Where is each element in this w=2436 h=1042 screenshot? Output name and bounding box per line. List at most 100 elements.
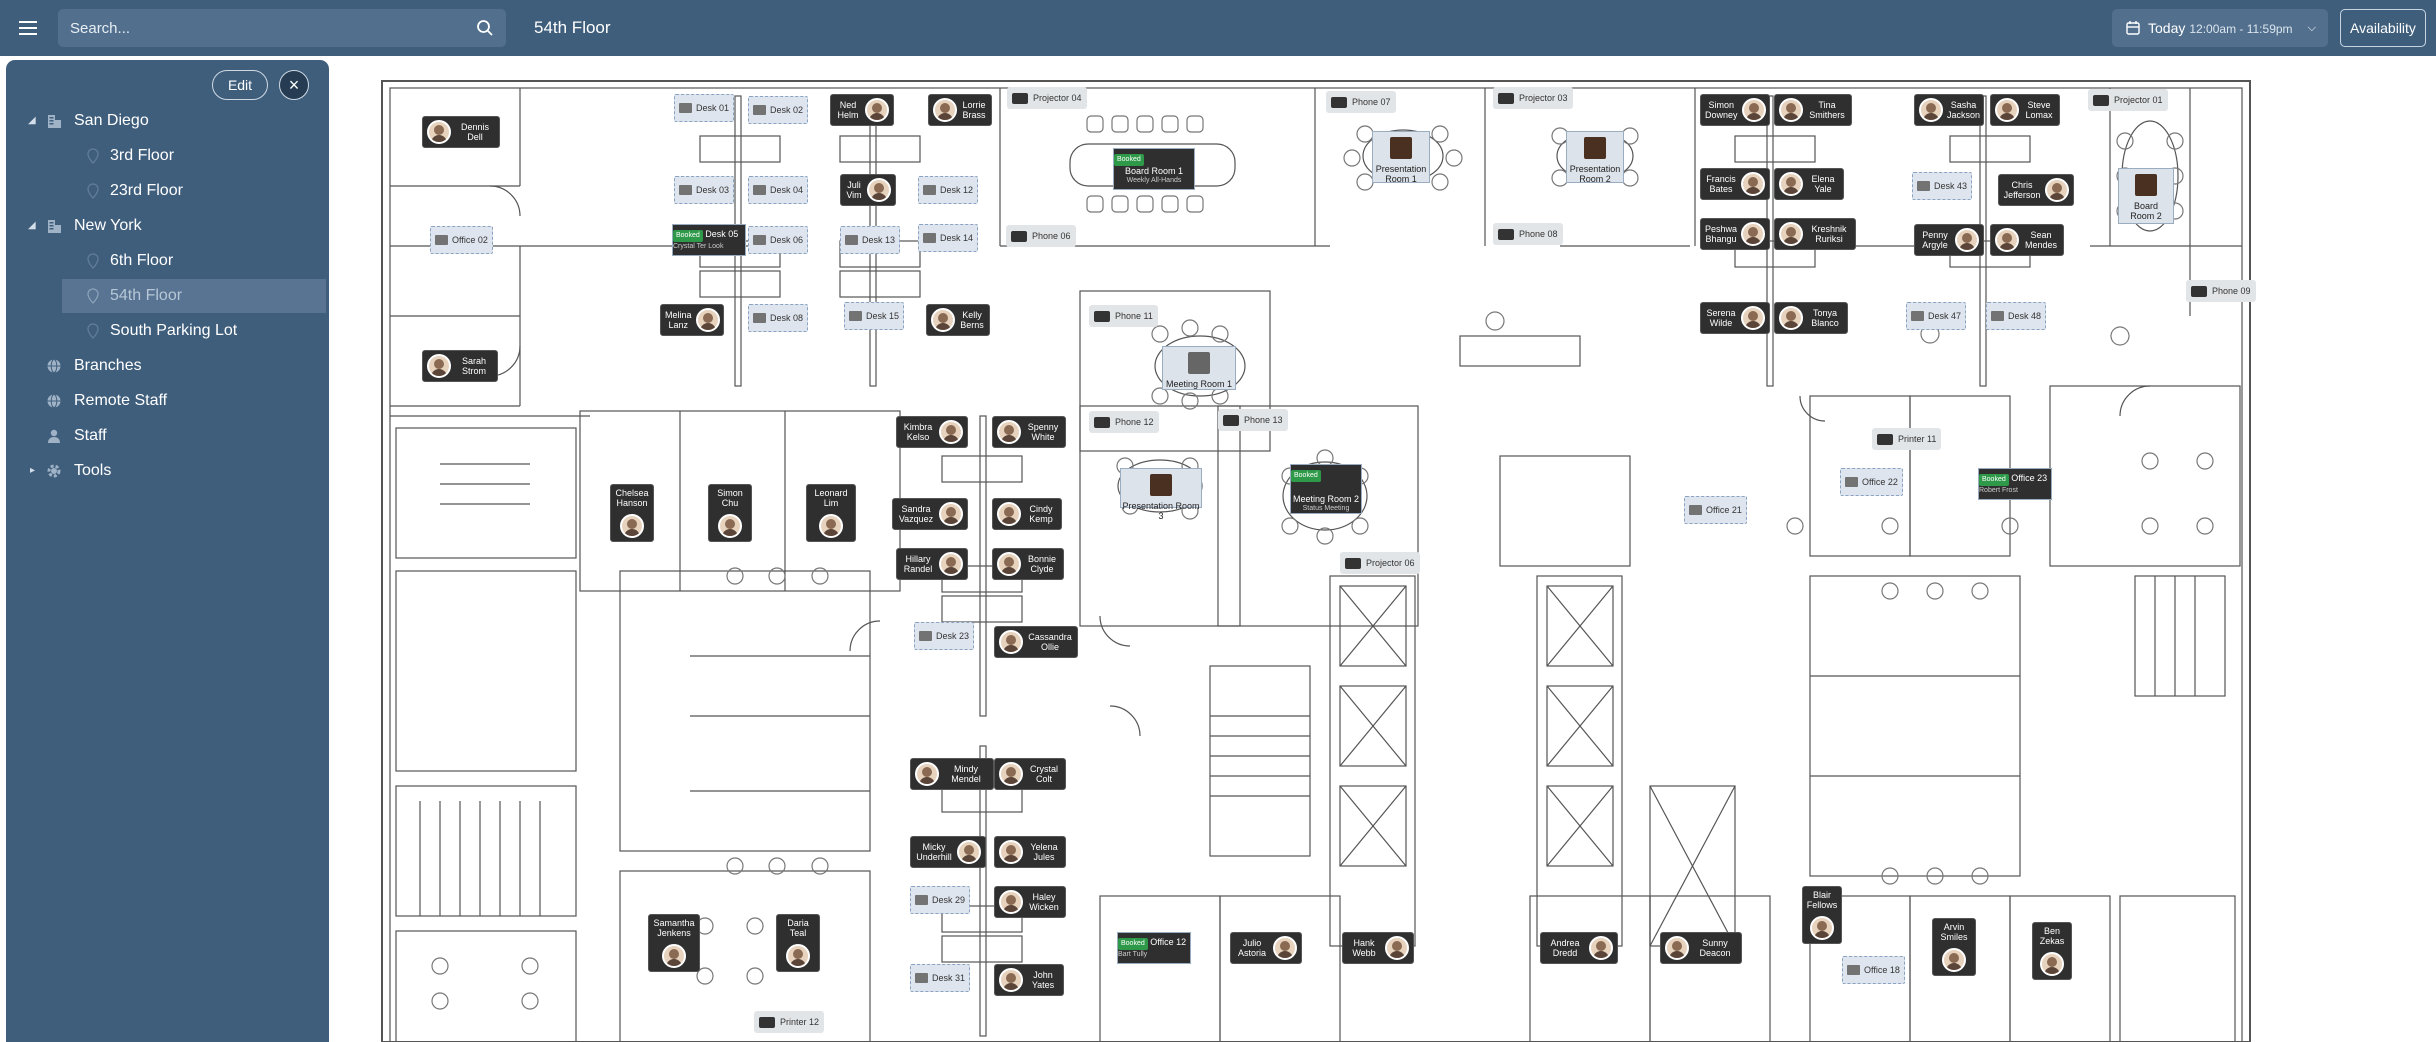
presentation-room-3[interactable]: Presentation Room 3 (1120, 468, 1202, 521)
tree-item-23rd-floor[interactable]: 23rd Floor (6, 174, 329, 208)
desk-13[interactable]: Desk 13 (840, 226, 901, 254)
person-tag[interactable]: Tina Smithers (1774, 94, 1852, 126)
projector-01[interactable]: Projector 01 (2088, 89, 2168, 111)
person-tag[interactable]: Hank Webb (1342, 932, 1414, 964)
caret-right-icon[interactable]: ▸ (30, 465, 36, 476)
presentation-room-2[interactable]: Presentation Room 2 (1566, 131, 1624, 184)
hamburger-menu-icon[interactable] (16, 16, 40, 40)
presentation-room-1[interactable]: Presentation Room 1 (1372, 131, 1430, 184)
person-tag[interactable]: Sasha Jackson (1914, 94, 1984, 126)
person-tag[interactable]: Simon Chu (708, 484, 752, 542)
tree-item-san-diego[interactable]: ◢ San Diego (6, 104, 329, 138)
person-tag[interactable]: Spenny White (992, 416, 1066, 448)
printer-11[interactable]: Printer 11 (1872, 428, 1942, 450)
phone-13[interactable]: Phone 13 (1218, 409, 1288, 431)
person-tag[interactable]: Sandra Vazquez (892, 498, 968, 530)
desk-02[interactable]: Desk 02 (748, 96, 809, 124)
phone-06[interactable]: Phone 06 (1006, 225, 1076, 247)
tree-item-3rd-floor[interactable]: 3rd Floor (6, 139, 329, 173)
phone-12[interactable]: Phone 12 (1089, 411, 1159, 433)
person-tag[interactable]: John Yates (994, 964, 1064, 996)
person-tag[interactable]: Sarah Strom (422, 350, 498, 382)
person-tag[interactable]: Bonnie Clyde (992, 548, 1064, 580)
person-tag[interactable]: Dennis Dell (422, 116, 500, 148)
tree-item-54th-floor[interactable]: 54th Floor (62, 279, 326, 313)
desk-48[interactable]: Desk 48 (1986, 302, 2047, 330)
person-tag[interactable]: Peshwa Bhangu (1700, 218, 1770, 250)
person-tag[interactable]: Andrea Dredd (1540, 932, 1618, 964)
person-tag[interactable]: Elena Yale (1774, 168, 1844, 200)
person-tag[interactable]: Sunny Deacon (1660, 932, 1742, 964)
person-tag[interactable]: Crystal Colt (994, 758, 1066, 790)
phone-08[interactable]: Phone 08 (1493, 223, 1563, 245)
person-tag[interactable]: Leonard Lim (806, 484, 856, 542)
desk-47[interactable]: Desk 47 (1906, 302, 1967, 330)
person-tag[interactable]: Steve Lomax (1990, 94, 2060, 126)
projector-04[interactable]: Projector 04 (1007, 87, 1087, 109)
desk-14[interactable]: Desk 14 (918, 224, 979, 252)
person-tag[interactable]: Arvin Smiles (1932, 918, 1976, 976)
tree-item-tools[interactable]: ▸ Tools (6, 454, 329, 488)
search-icon[interactable] (476, 19, 494, 37)
person-tag[interactable]: Lorrie Brass (928, 94, 992, 126)
office-18[interactable]: Office 18 (1842, 956, 1905, 984)
person-tag[interactable]: Mindy Mendel (910, 758, 994, 790)
person-tag[interactable]: Chris Jefferson (1998, 174, 2074, 206)
board-room-2[interactable]: Board Room 2 (2118, 168, 2174, 224)
desk-29[interactable]: Desk 29 (910, 886, 971, 914)
tree-item-new-york[interactable]: ◢ New York (6, 209, 329, 243)
person-tag[interactable]: Serena Wilde (1700, 302, 1770, 334)
tree-item-branches[interactable]: Branches (6, 349, 329, 383)
office-21[interactable]: Office 21 (1684, 496, 1747, 524)
phone-07[interactable]: Phone 07 (1326, 91, 1396, 113)
search-input[interactable] (70, 9, 470, 47)
person-tag[interactable]: Simon Downey (1700, 94, 1770, 126)
office-22[interactable]: Office 22 (1840, 468, 1903, 496)
tree-item-south-parking-lot[interactable]: South Parking Lot (6, 314, 329, 348)
person-tag[interactable]: Penny Argyle (1914, 224, 1984, 256)
person-tag[interactable]: Haley Wicken (994, 886, 1066, 918)
search-box[interactable] (58, 9, 506, 47)
person-tag[interactable]: Francis Bates (1700, 168, 1770, 200)
desk-03[interactable]: Desk 03 (674, 176, 735, 204)
meeting-room-1[interactable]: Meeting Room 1 (1162, 346, 1236, 390)
person-tag[interactable]: Tonya Blanco (1774, 302, 1848, 334)
person-tag[interactable]: Samantha Jenkens (648, 914, 700, 972)
phone-09[interactable]: Phone 09 (2186, 280, 2256, 302)
edit-button[interactable]: Edit (212, 70, 268, 100)
desk-15[interactable]: Desk 15 (844, 302, 905, 330)
projector-03[interactable]: Projector 03 (1493, 87, 1573, 109)
caret-down-icon[interactable]: ◢ (28, 115, 36, 126)
caret-down-icon[interactable]: ◢ (28, 220, 36, 231)
person-tag[interactable]: Cassandra Ollie (994, 626, 1078, 658)
person-tag[interactable]: Micky Underhill (910, 836, 986, 868)
printer-12[interactable]: Printer 12 (754, 1011, 825, 1033)
close-sidebar-button[interactable]: × (279, 70, 309, 100)
person-tag[interactable]: Melina Lanz (660, 304, 724, 336)
person-tag[interactable]: Hillary Randel (896, 548, 968, 580)
person-tag[interactable]: Ben Zekas (2032, 922, 2072, 980)
desk-43[interactable]: Desk 43 (1912, 172, 1973, 200)
tree-item-6th-floor[interactable]: 6th Floor (6, 244, 329, 278)
person-tag[interactable]: Julio Astoria (1230, 932, 1302, 964)
desk-06[interactable]: Desk 06 (748, 226, 809, 254)
desk-08[interactable]: Desk 08 (748, 304, 809, 332)
person-tag[interactable]: Chelsea Hanson (610, 484, 654, 542)
desk-12[interactable]: Desk 12 (918, 176, 979, 204)
desk-04[interactable]: Desk 04 (748, 176, 809, 204)
availability-button[interactable]: Availability (2340, 9, 2426, 47)
office-02[interactable]: Office 02 (430, 226, 493, 254)
person-tag[interactable]: Yelena Jules (994, 836, 1066, 868)
person-tag[interactable]: Kreshnik Ruriksi (1774, 218, 1856, 250)
person-tag[interactable]: Kimbra Kelso (896, 416, 968, 448)
person-tag[interactable]: Blair Fellows (1802, 886, 1842, 944)
person-tag[interactable]: Ned Helm (830, 94, 894, 126)
person-tag[interactable]: Daria Teal (776, 914, 820, 972)
desk-23[interactable]: Desk 23 (914, 622, 975, 650)
